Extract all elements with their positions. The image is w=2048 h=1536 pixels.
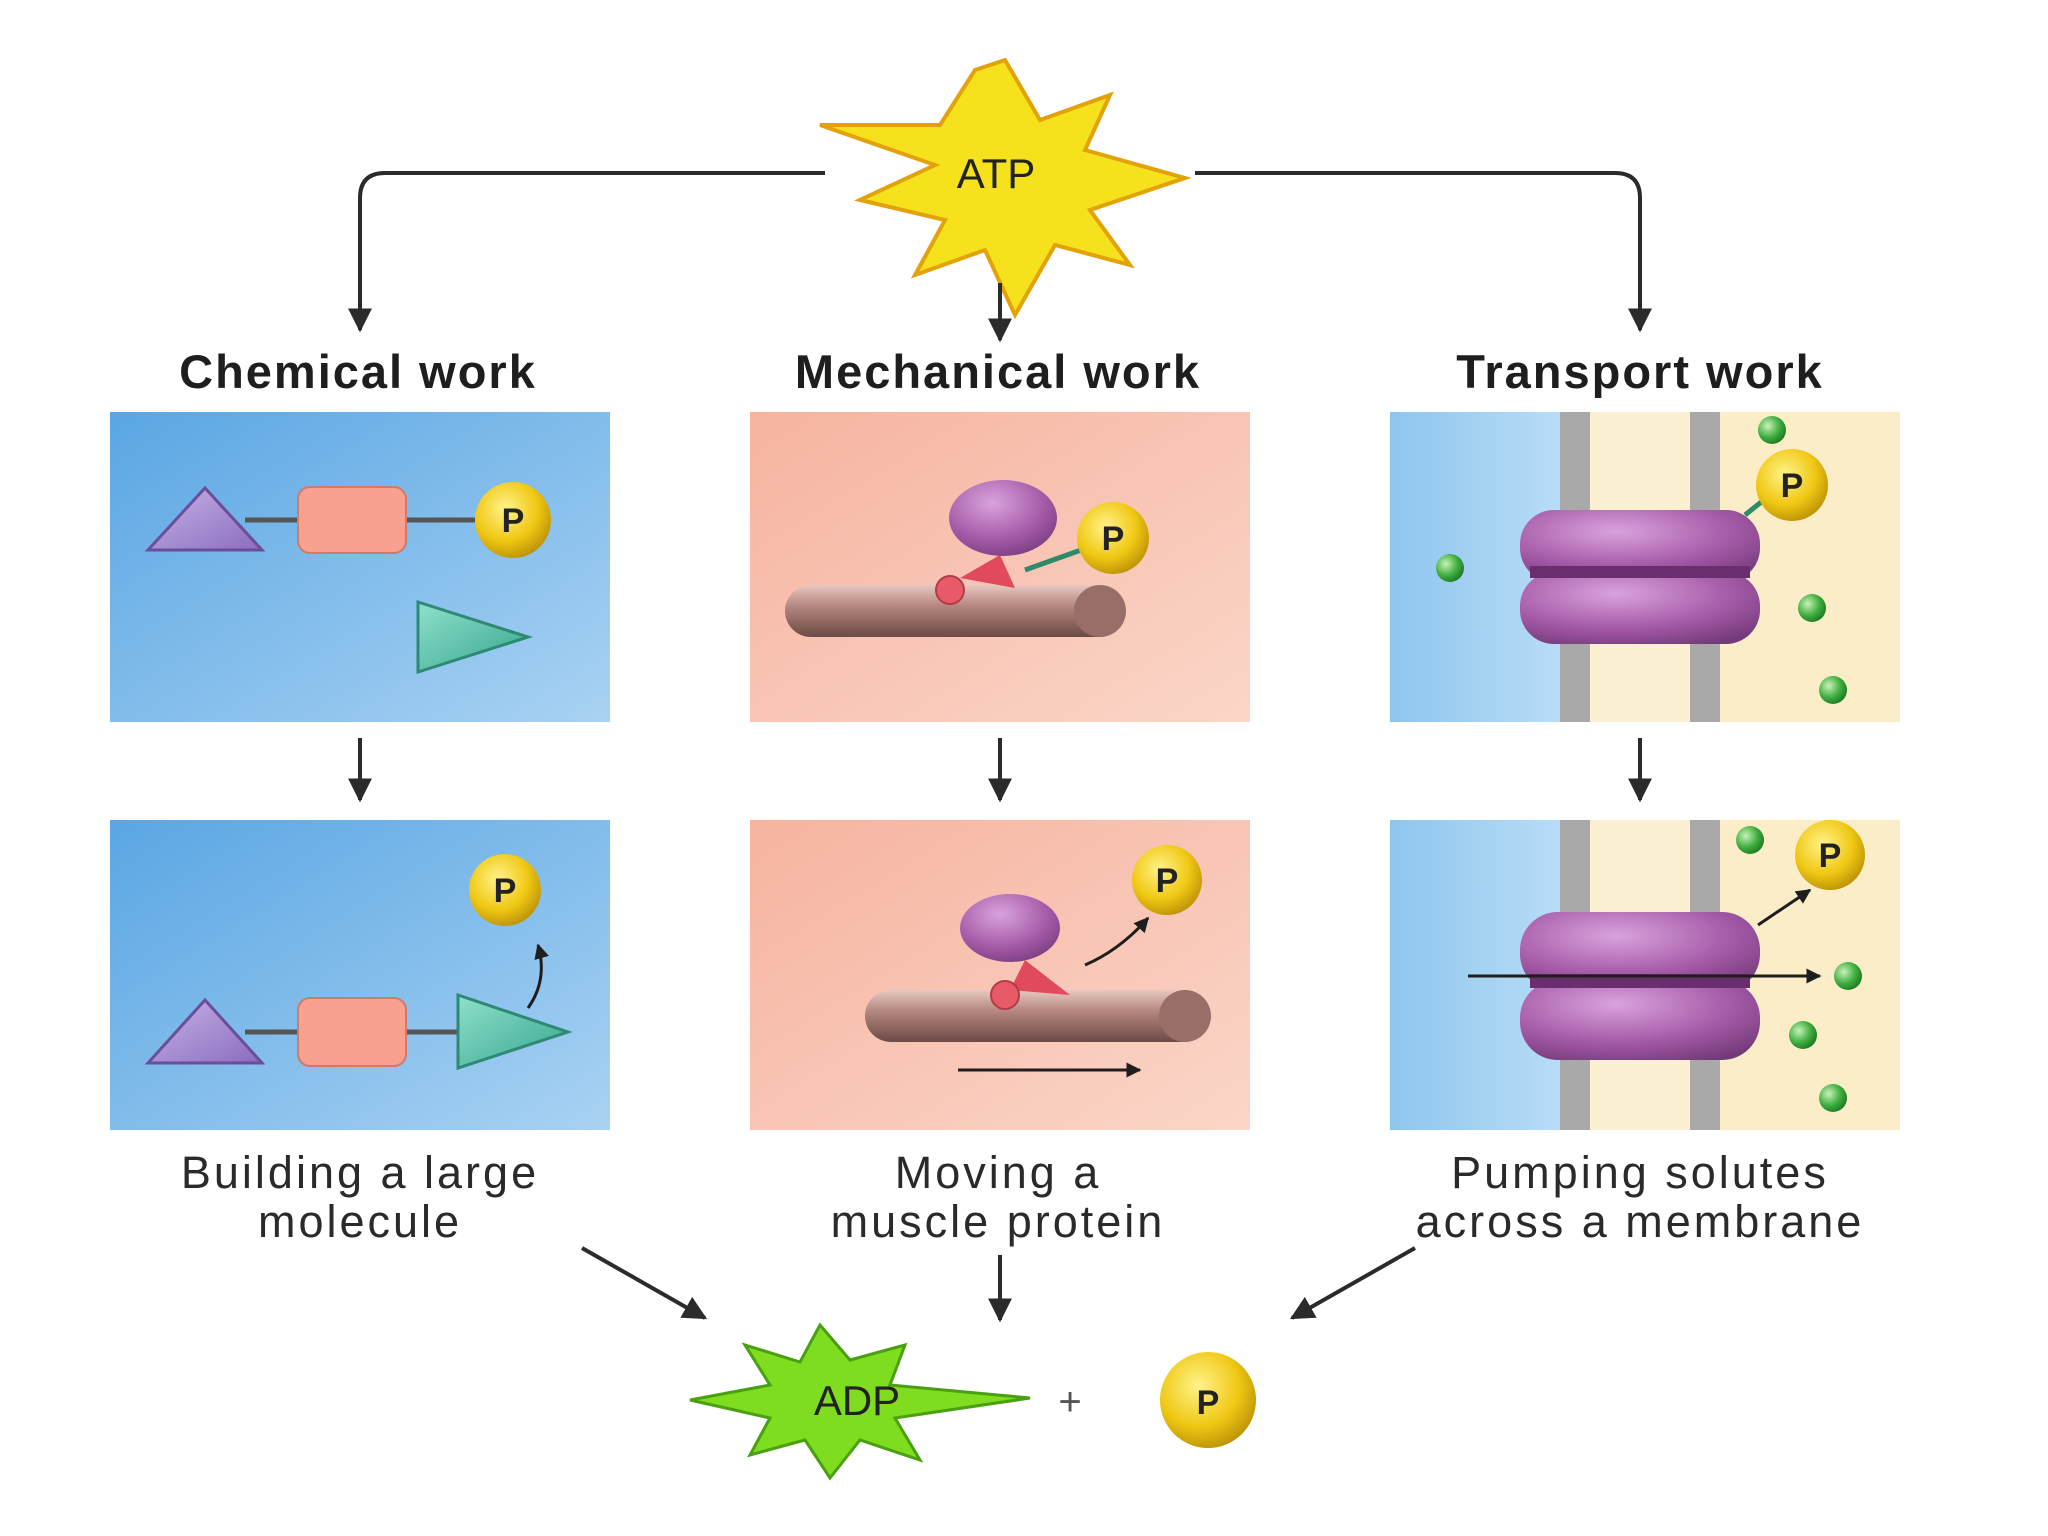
adp-star: ADP xyxy=(689,1322,1031,1481)
solute-particle xyxy=(1436,554,1464,582)
chemical-caption-line2: molecule xyxy=(258,1196,462,1247)
phosphate-attached: P xyxy=(1077,502,1149,574)
mechanical-caption-line2: muscle protein xyxy=(831,1196,1166,1247)
svg-text:P: P xyxy=(1197,1384,1220,1422)
mechanical-panel-after: P xyxy=(750,820,1250,1130)
teal-triangle-molecule xyxy=(456,992,573,1071)
chemical-caption-line1: Building a large xyxy=(181,1147,539,1198)
transport-protein xyxy=(1520,912,1760,1060)
solute-particle xyxy=(1789,1021,1817,1049)
pink-square-molecule xyxy=(297,997,407,1067)
adp-starburst-shape xyxy=(689,1322,1031,1481)
phosphate-attached: P xyxy=(1756,449,1828,521)
phosphate-release-arrow xyxy=(526,943,549,1009)
transport-work-title: Transport work xyxy=(1456,345,1824,398)
svg-text:P: P xyxy=(1102,520,1125,558)
teal-triangle-molecule xyxy=(416,599,533,675)
phosphate-attached: P xyxy=(475,482,551,558)
svg-text:P: P xyxy=(494,872,517,910)
phosphate-release-arrow xyxy=(1084,916,1150,967)
atp-star: ATP xyxy=(819,57,1192,320)
purple-triangle-molecule xyxy=(144,997,266,1065)
phosphate-released: P xyxy=(469,854,541,926)
atp-to-chemical-arrow xyxy=(348,171,825,333)
phosphate-released: P xyxy=(1795,820,1865,890)
myosin-neck xyxy=(960,555,1015,588)
phosphate-released: P xyxy=(1132,845,1202,915)
adp-label: ADP xyxy=(814,1377,900,1424)
atp-to-transport-arrow xyxy=(1195,171,1652,333)
transport-to-adp-arrow xyxy=(1289,1246,1416,1320)
purple-triangle-molecule xyxy=(144,485,266,552)
solute-particle xyxy=(1758,416,1786,444)
solute-particle xyxy=(1834,962,1862,990)
transport-panel-before: P xyxy=(1390,412,1900,722)
svg-text:P: P xyxy=(1156,862,1179,900)
svg-text:P: P xyxy=(1819,837,1842,875)
chemical-work-title: Chemical work xyxy=(179,345,537,398)
mechanical-caption-line1: Moving a xyxy=(895,1147,1102,1198)
myosin-head xyxy=(949,480,1057,556)
transport-caption-line2: across a membrane xyxy=(1416,1196,1865,1247)
transport-protein xyxy=(1520,510,1760,644)
pink-square-molecule xyxy=(297,486,407,554)
myosin-head xyxy=(960,894,1060,962)
chemical-to-adp-arrow xyxy=(581,1246,708,1320)
transport-panel-after: P xyxy=(1390,820,1900,1130)
atp-label: ATP xyxy=(957,150,1036,197)
actin-filament xyxy=(865,990,1210,1042)
actin-filament xyxy=(785,585,1125,637)
inorganic-phosphate: P xyxy=(1160,1352,1256,1448)
svg-text:P: P xyxy=(502,502,525,540)
svg-text:P: P xyxy=(1781,467,1804,505)
solute-particle xyxy=(1736,826,1764,854)
atp-starburst-shape xyxy=(819,57,1192,320)
chemical-panel-after: P xyxy=(110,820,610,1130)
mechanical-work-title: Mechanical work xyxy=(795,345,1201,398)
mechanical-panel-before: P xyxy=(750,412,1250,722)
solute-particle xyxy=(1819,1084,1847,1112)
chemical-panel-before: P xyxy=(110,412,610,722)
solute-particle xyxy=(1798,594,1826,622)
plus-sign: + xyxy=(1058,1380,1081,1424)
phosphate-release-arrow xyxy=(1757,888,1812,927)
solute-particle xyxy=(1819,676,1847,704)
transport-caption-line1: Pumping solutes xyxy=(1451,1147,1829,1198)
myosin-neck xyxy=(1010,960,1070,995)
